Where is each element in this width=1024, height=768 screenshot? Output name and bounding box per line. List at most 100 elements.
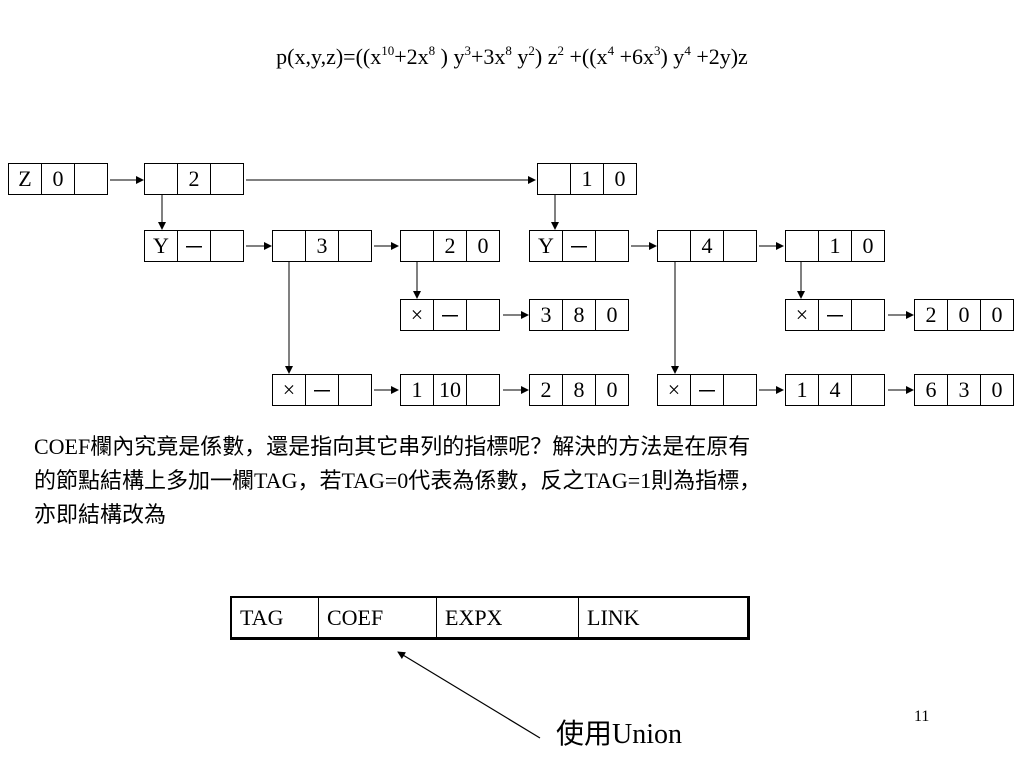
node-cell: 4: [818, 374, 852, 406]
x-d-term1-node: 1 4: [785, 374, 885, 406]
node-cell: ×: [272, 374, 306, 406]
formula-exponent: 8: [428, 43, 436, 58]
formula-text: p(x,y,z)=((x: [276, 44, 382, 69]
expx-field: EXPX: [436, 598, 578, 637]
node-cell: ×: [785, 299, 819, 331]
node-cell: [338, 374, 372, 406]
link-field: LINK: [578, 598, 747, 637]
formula-text: +2y)z: [690, 44, 748, 69]
paragraph-line: 的節點結構上多加一欄TAG，若TAG=0代表為係數，反之TAG=1則為指標，: [34, 468, 762, 493]
formula-exponent: 2: [557, 43, 565, 58]
node-structure-table: TAG COEF EXPX LINK: [230, 596, 750, 640]
formula-exponent: 3: [653, 43, 661, 58]
formula-text: y: [511, 44, 529, 69]
formula-text: ) z: [534, 44, 558, 69]
node-cell: ×: [657, 374, 691, 406]
formula-text: ) y: [435, 44, 465, 69]
node-cell: －: [433, 299, 467, 331]
formula-exponent: 2: [528, 43, 535, 58]
node-cell: 3: [947, 374, 981, 406]
formula-exponent: 8: [505, 43, 512, 58]
x-c-term1-node: 1 10: [400, 374, 500, 406]
node-cell: ×: [400, 299, 434, 331]
node-cell: Z: [8, 163, 42, 195]
y1-head-node: Y －: [144, 230, 244, 262]
explanation-paragraph: COEF欄內究竟是係數，還是指向其它串列的指標呢？解決的方法是在原有 的節點結構…: [34, 430, 994, 532]
node-cell: 2: [433, 230, 467, 262]
node-cell: 6: [914, 374, 948, 406]
node-cell: 10: [433, 374, 467, 406]
node-cell: 0: [947, 299, 981, 331]
formula-exponent: 4: [684, 43, 691, 58]
z-term1-node: 1 0: [537, 163, 637, 195]
x-d-term2-node: 6 3 0: [914, 374, 1014, 406]
formula-exponent: 3: [464, 43, 471, 58]
y2-term1-node: 1 0: [785, 230, 885, 262]
y2-term4-node: 4: [657, 230, 757, 262]
node-cell: 3: [529, 299, 563, 331]
tag-field: TAG: [240, 604, 284, 630]
node-cell: 3: [305, 230, 339, 262]
node-cell: －: [818, 299, 852, 331]
node-cell: 1: [785, 374, 819, 406]
node-cell: [338, 230, 372, 262]
node-cell: 1: [570, 163, 604, 195]
node-cell: [466, 299, 500, 331]
node-cell: 0: [980, 374, 1014, 406]
x-d-head-node: × －: [657, 374, 757, 406]
node-cell: [466, 374, 500, 406]
x-c-head-node: × －: [272, 374, 372, 406]
node-cell: [657, 230, 691, 262]
node-cell: －: [177, 230, 211, 262]
node-cell: 1: [818, 230, 852, 262]
z-term2-node: 2: [144, 163, 244, 195]
node-cell: [537, 163, 571, 195]
node-cell: －: [690, 374, 724, 406]
node-cell: 0: [851, 230, 885, 262]
union-arrow: [397, 651, 541, 739]
node-cell: [785, 230, 819, 262]
node-cell: 8: [562, 374, 596, 406]
node-cell: 1: [400, 374, 434, 406]
node-cell: [851, 374, 885, 406]
node-cell: [595, 230, 629, 262]
node-cell: [210, 230, 244, 262]
node-cell: 0: [41, 163, 75, 195]
formula-title: p(x,y,z)=((x10+2x8 ) y3+3x8 y2) z2 +((x4…: [0, 44, 1024, 70]
formula-text: ) y: [660, 44, 685, 69]
node-cell: 4: [690, 230, 724, 262]
paragraph-line: 亦即結構改為: [34, 502, 167, 527]
paragraph-line: COEF欄內究竟是係數，還是指向其它串列的指標呢？解決的方法是在原有: [34, 434, 751, 459]
node-cell: [400, 230, 434, 262]
node-cell: [272, 230, 306, 262]
node-cell: 0: [980, 299, 1014, 331]
formula-text: +2x: [394, 44, 429, 69]
coef-field: COEF: [318, 598, 436, 637]
node-cell: Y: [144, 230, 178, 262]
y1-term2-node: 2 0: [400, 230, 500, 262]
x-b-head-node: × －: [785, 299, 885, 331]
node-cell: Y: [529, 230, 563, 262]
node-cell: 8: [562, 299, 596, 331]
node-cell: [723, 230, 757, 262]
formula-exponent: 4: [607, 43, 615, 58]
x-a-term-node: 3 8 0: [529, 299, 629, 331]
union-label: 使用Union: [556, 719, 683, 750]
y1-term3-node: 3: [272, 230, 372, 262]
node-cell: 0: [595, 299, 629, 331]
node-cell: 2: [529, 374, 563, 406]
node-cell: 2: [177, 163, 211, 195]
x-b-term-node: 2 0 0: [914, 299, 1014, 331]
formula-text: +((x: [564, 44, 608, 69]
node-cell: －: [562, 230, 596, 262]
node-cell: [210, 163, 244, 195]
node-cell: [851, 299, 885, 331]
formula-text: +3x: [470, 44, 506, 69]
page-number: 11: [914, 708, 930, 725]
node-cell: 0: [603, 163, 637, 195]
z-head-node: Z 0: [8, 163, 108, 195]
node-cell: [144, 163, 178, 195]
formula-text: +6x: [614, 44, 654, 69]
formula-exponent: 10: [381, 43, 395, 58]
node-cell: [723, 374, 757, 406]
